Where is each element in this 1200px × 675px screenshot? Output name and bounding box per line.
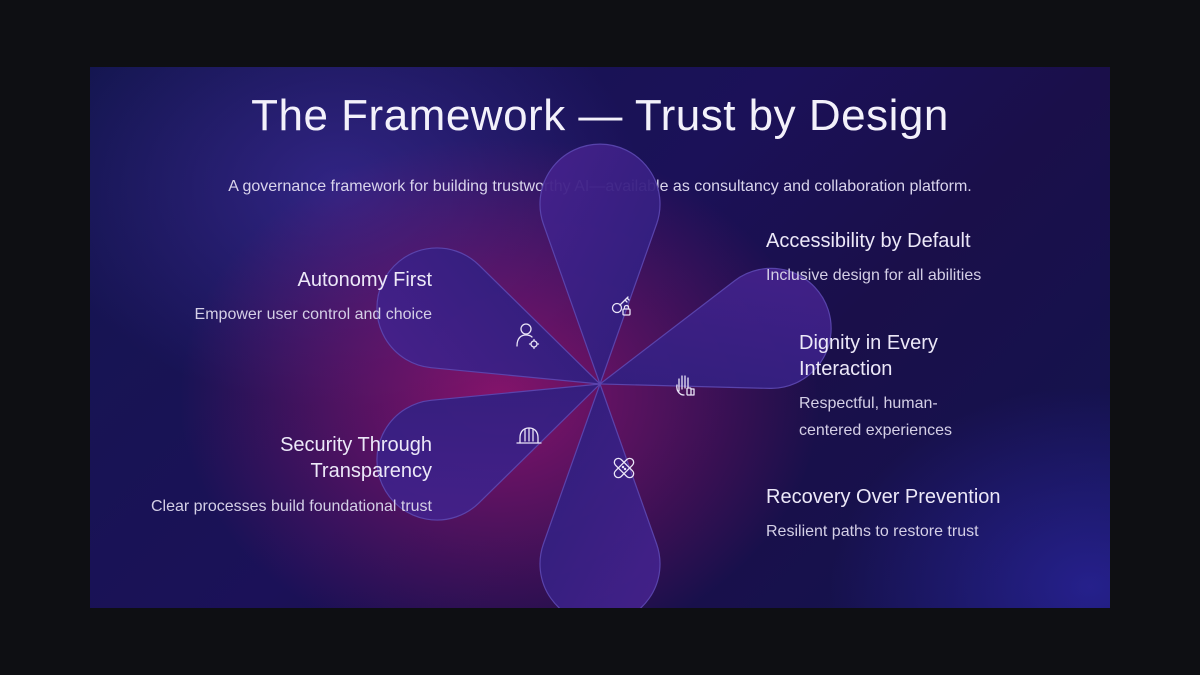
framework-flower-diagram <box>376 143 832 608</box>
slide: The Framework — Trust by Design A govern… <box>90 67 1110 608</box>
petal-recovery <box>539 382 661 608</box>
principle-desc-recovery: Resilient paths to restore trust <box>766 523 979 540</box>
user-gear-icon <box>516 323 540 350</box>
petal-autonomy <box>376 247 602 385</box>
petal-accessibility <box>539 143 661 386</box>
petal-dignity <box>598 267 832 389</box>
petal-security <box>376 383 602 521</box>
principle-desc-security: Clear processes build foundational trust <box>150 498 432 515</box>
bandage-icon <box>613 457 635 479</box>
principle-desc-dignity: Respectful, human-centered experiences <box>799 395 952 439</box>
principle-heading-security: Security Through Transparency <box>280 434 432 482</box>
principle-desc-accessibility: Inclusive design for all abilities <box>766 267 982 284</box>
page-title: The Framework — Trust by Design <box>251 91 949 140</box>
principle-desc-autonomy: Empower user control and choice <box>194 306 432 323</box>
principle-heading-accessibility: Accessibility by Default <box>766 230 971 252</box>
hand-thumbs-up-icon <box>676 375 695 396</box>
key-lock-icon <box>611 296 631 316</box>
principle-heading-dignity: Dignity in Every Interaction <box>799 332 938 380</box>
principle-heading-autonomy: Autonomy First <box>297 269 432 291</box>
helmet-icon <box>516 427 542 444</box>
principle-heading-recovery: Recovery Over Prevention <box>766 486 1001 508</box>
